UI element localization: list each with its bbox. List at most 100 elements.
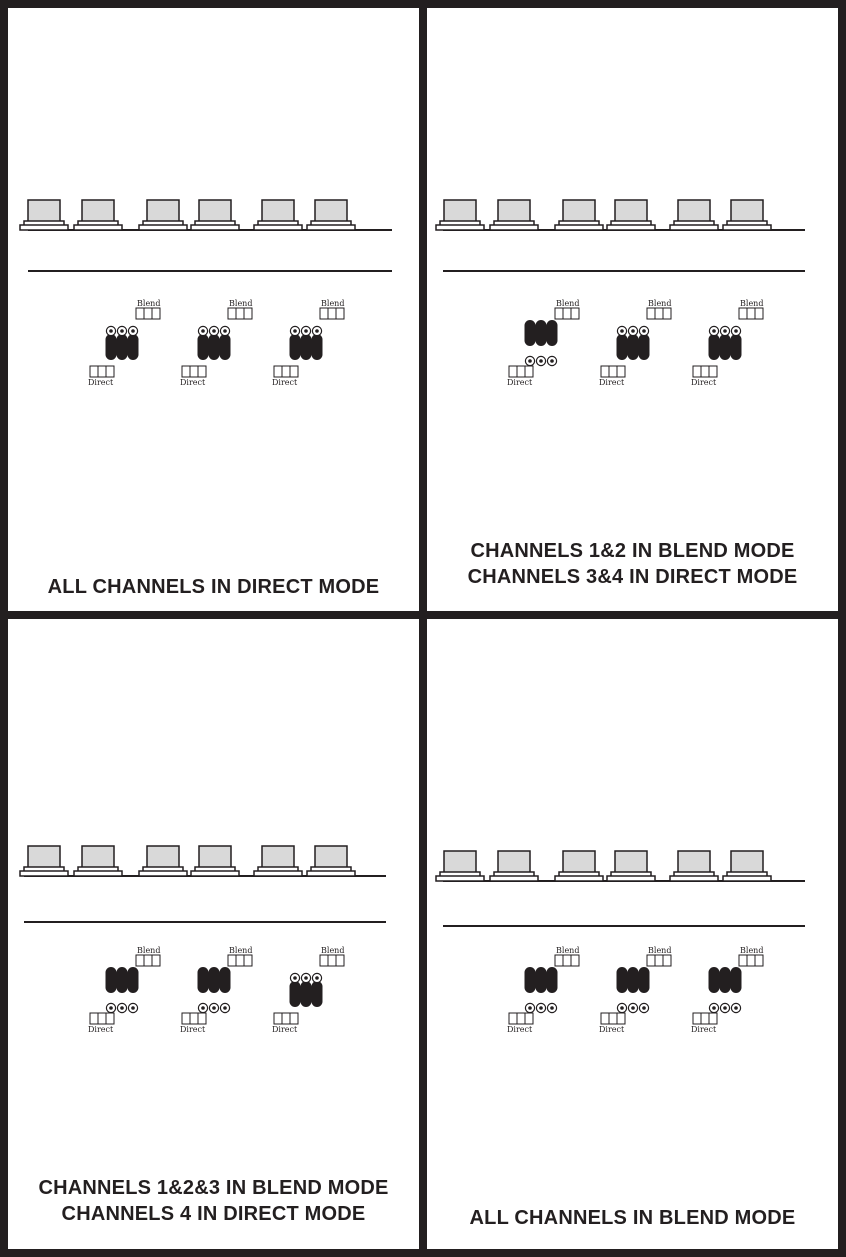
blend-label: Blend — [229, 299, 252, 308]
jumper-pin-center — [304, 976, 308, 980]
fader-knob — [554, 199, 604, 231]
direct-label: Direct — [507, 378, 533, 387]
jumper-cap — [730, 334, 742, 360]
direct-header: Direct — [272, 365, 299, 387]
direct-header: Direct — [599, 1012, 626, 1034]
blend-label: Blend — [740, 946, 763, 955]
fader-knob — [722, 199, 772, 231]
blend-label: Blend — [321, 946, 344, 955]
jumper-pin-center — [734, 329, 738, 333]
jumper-cap — [219, 967, 231, 993]
fader-knob — [190, 199, 240, 231]
jumper-cap — [719, 967, 731, 993]
jumper-pin-center — [304, 329, 308, 333]
jumper-cap — [219, 334, 231, 360]
jumper-pin-center — [539, 359, 543, 363]
blend-header: Blend — [554, 299, 580, 320]
jumper-cap — [535, 320, 547, 346]
jumper-cap — [208, 967, 220, 993]
jumper-cap — [289, 334, 301, 360]
blend-label: Blend — [137, 946, 160, 955]
vertical-divider — [419, 0, 427, 1257]
fader-knob — [138, 845, 188, 877]
jumper-pin-center — [642, 329, 646, 333]
blend-header: Blend — [319, 946, 345, 967]
direct-label: Direct — [180, 1025, 206, 1034]
jumper-cap — [719, 334, 731, 360]
jumper-cap — [616, 334, 628, 360]
direct-label: Direct — [507, 1025, 533, 1034]
jumper-pin-center — [212, 1006, 216, 1010]
fader-knob — [669, 199, 719, 231]
jumper-cap — [208, 334, 220, 360]
direct-header: Direct — [272, 1012, 299, 1034]
jumper-block-direct — [289, 972, 323, 1007]
jumper-pin-center — [201, 329, 205, 333]
jumper-cap — [127, 334, 139, 360]
jumper-pin-center — [120, 1006, 124, 1010]
jumper-block-blend — [708, 967, 742, 1014]
jumper-block-blend — [197, 967, 231, 1014]
jumper-pin-center — [293, 329, 297, 333]
jumper-pin-center — [642, 1006, 646, 1010]
direct-label: Direct — [272, 1025, 298, 1034]
fader-knob — [606, 850, 656, 882]
fader-knob — [489, 199, 539, 231]
jumper-block-direct — [197, 325, 231, 360]
caption-line-2: CHANNELS 4 IN DIRECT MODE — [61, 1203, 366, 1225]
direct-header: Direct — [599, 365, 626, 387]
direct-header: Direct — [691, 1012, 718, 1034]
caption-line-1: ALL CHANNELS IN DIRECT MODE — [47, 576, 380, 598]
blend-header: Blend — [227, 299, 253, 320]
direct-label: Direct — [691, 378, 717, 387]
jumper-pin-center — [723, 329, 727, 333]
direct-header: Direct — [180, 365, 207, 387]
blend-label: Blend — [648, 946, 671, 955]
jumper-cap — [730, 967, 742, 993]
horizontal-divider — [0, 611, 846, 619]
blend-header: Blend — [135, 299, 161, 320]
blend-label: Blend — [229, 946, 252, 955]
jumper-cap — [638, 334, 650, 360]
blend-label: Blend — [648, 299, 671, 308]
jumper-pin-center — [120, 329, 124, 333]
blend-header: Blend — [135, 946, 161, 967]
jumper-cap — [197, 967, 209, 993]
jumper-pin-center — [712, 1006, 716, 1010]
direct-header: Direct — [88, 1012, 115, 1034]
direct-label: Direct — [691, 1025, 717, 1034]
jumper-pin-center — [620, 329, 624, 333]
jumper-pin-center — [539, 1006, 543, 1010]
fader-knob — [606, 199, 656, 231]
jumper-pin-center — [631, 329, 635, 333]
jumper-cap — [638, 967, 650, 993]
jumper-cap — [116, 334, 128, 360]
jumper-cap — [127, 967, 139, 993]
jumper-block-blend — [105, 967, 139, 1014]
fader-knob — [306, 845, 356, 877]
fader-knob — [73, 199, 123, 231]
fader-knob — [722, 850, 772, 882]
direct-label: Direct — [599, 1025, 625, 1034]
jumper-cap — [524, 320, 536, 346]
caption-line-1: CHANNELS 1&2&3 IN BLEND MODE — [38, 1177, 389, 1199]
direct-label: Direct — [599, 378, 625, 387]
direct-label: Direct — [88, 378, 114, 387]
jumper-pin-center — [223, 1006, 227, 1010]
panel-caption: ALL CHANNELS IN BLEND MODE — [427, 1205, 838, 1231]
blend-header: Blend — [646, 946, 672, 967]
blend-label: Blend — [137, 299, 160, 308]
caption-line-2: CHANNELS 3&4 IN DIRECT MODE — [467, 566, 798, 588]
fader-knob — [435, 850, 485, 882]
jumper-cap — [289, 981, 301, 1007]
fader-knob — [190, 845, 240, 877]
blend-label: Blend — [321, 299, 344, 308]
fader-knob — [669, 850, 719, 882]
jumper-block-direct — [105, 325, 139, 360]
jumper-pin-center — [631, 1006, 635, 1010]
jumper-cap — [708, 334, 720, 360]
